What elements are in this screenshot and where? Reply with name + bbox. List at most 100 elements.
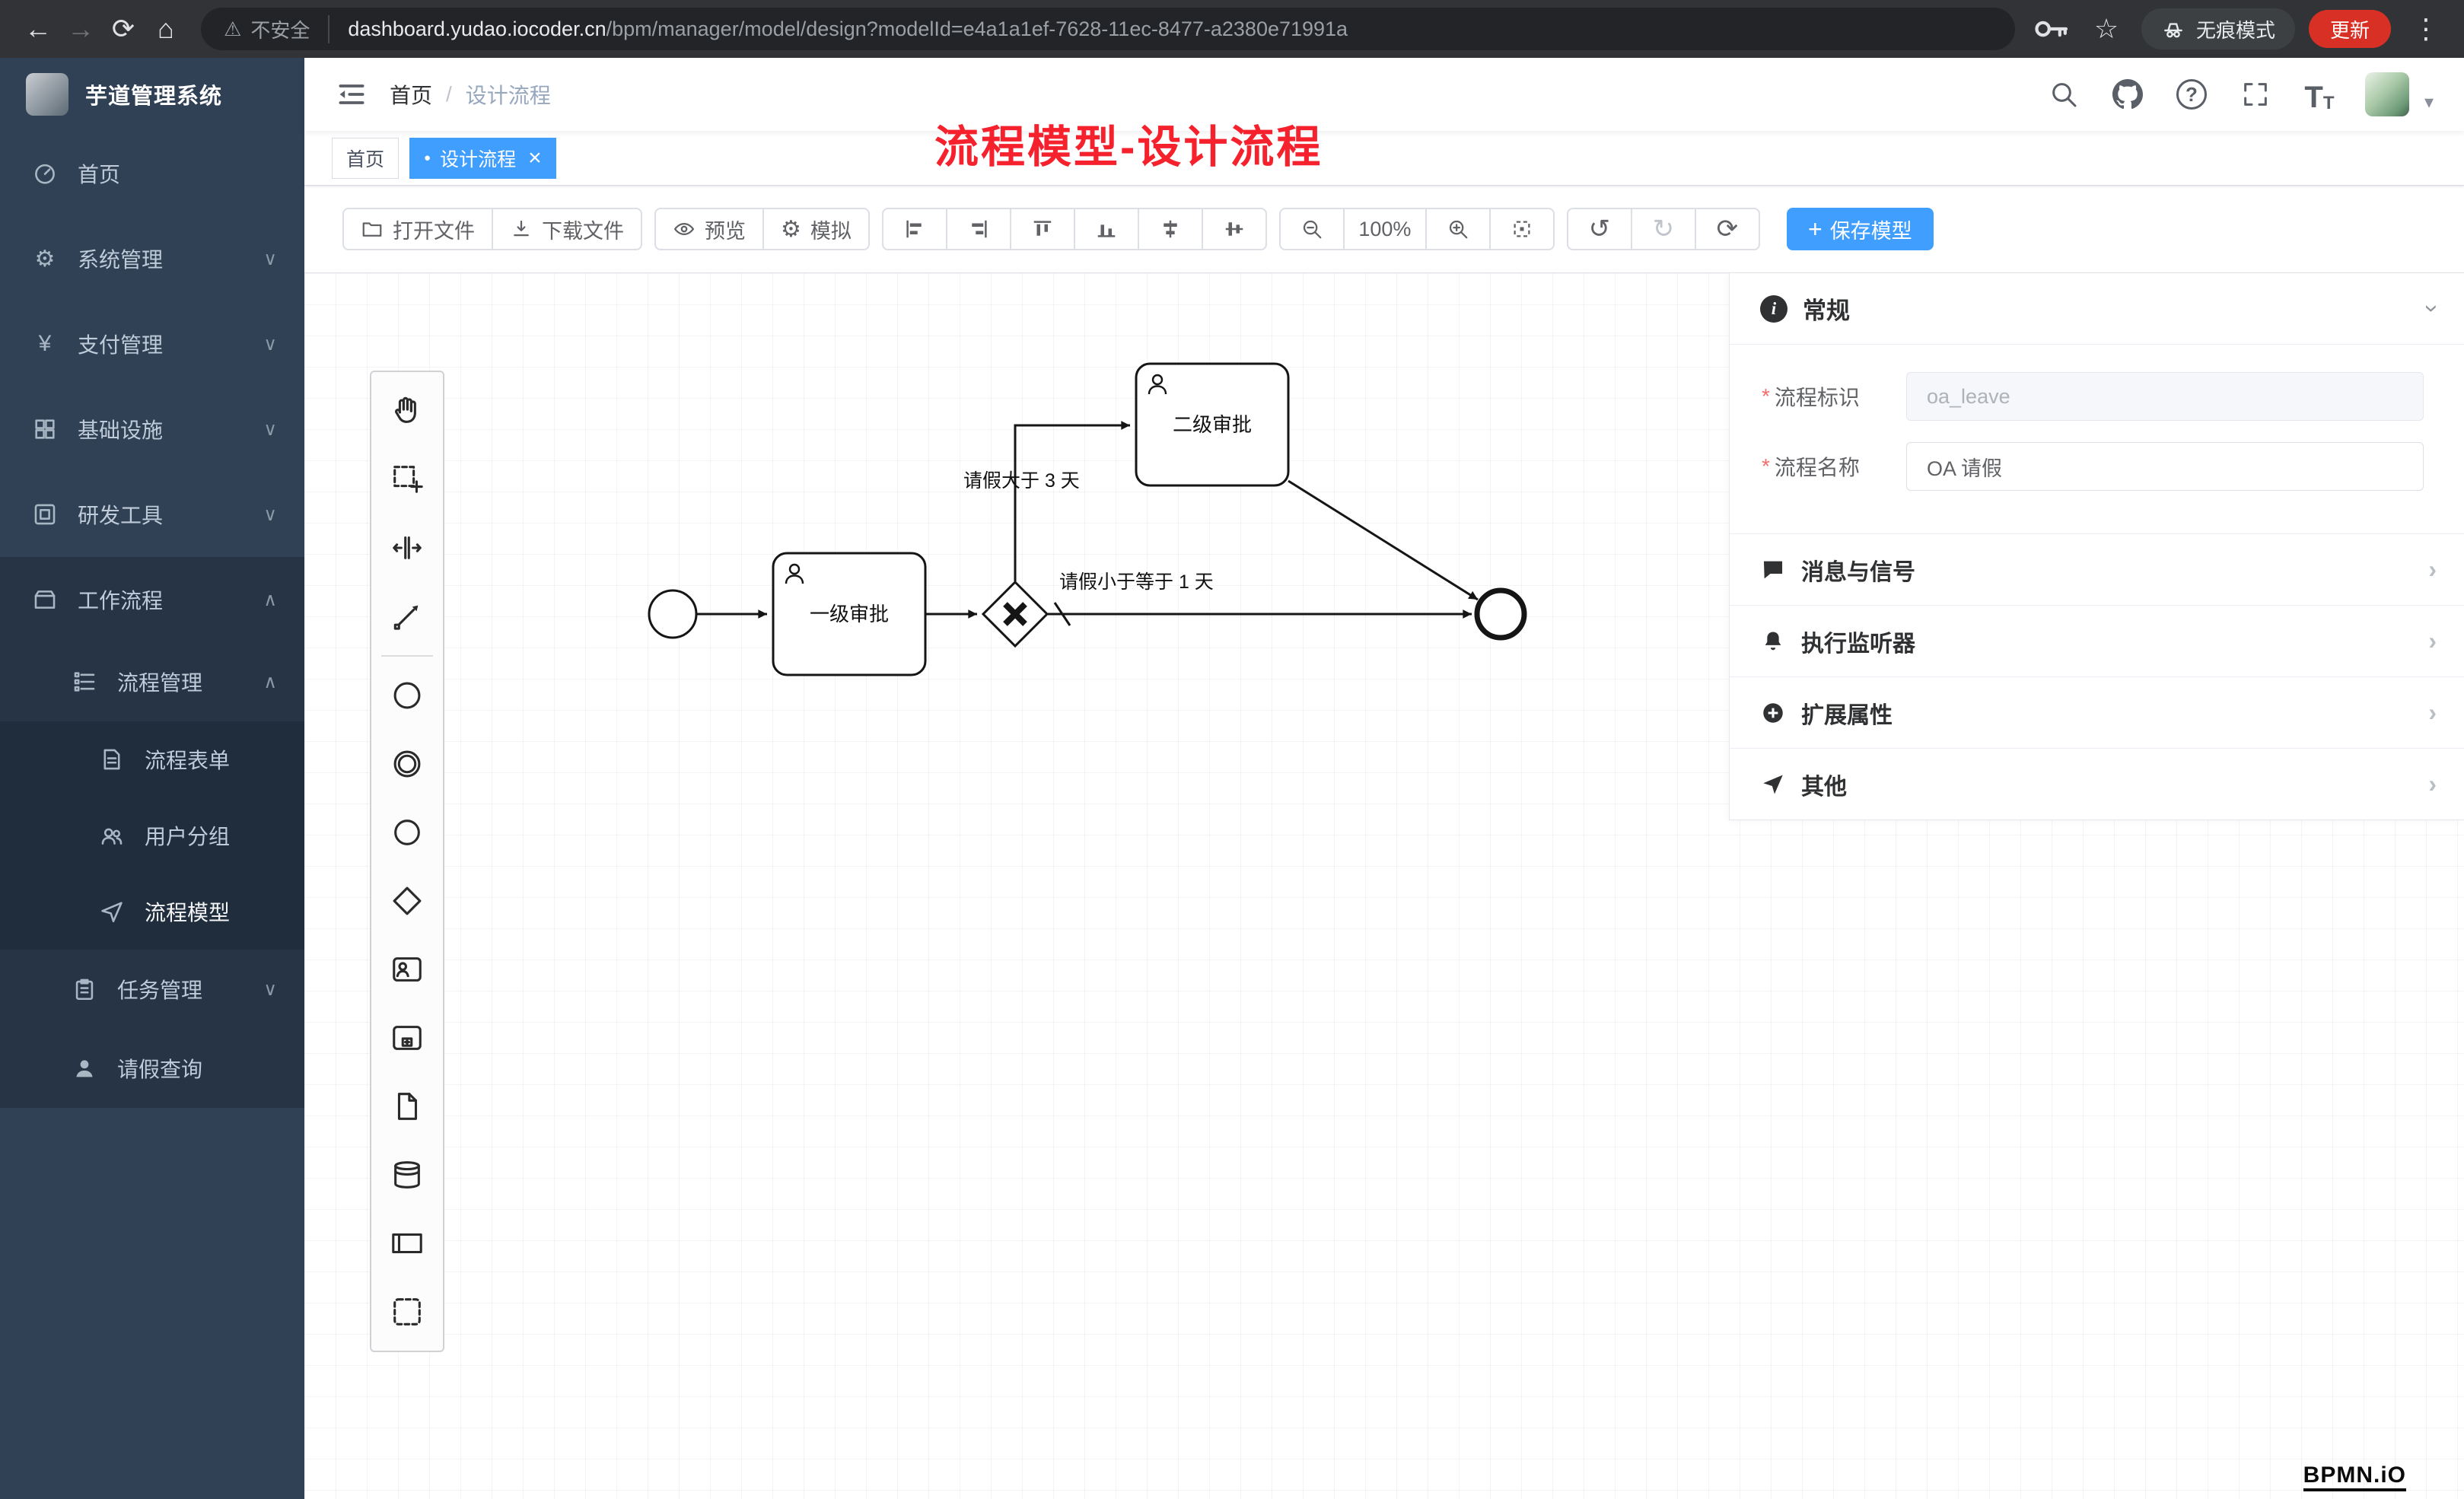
panel-section-extended-attributes[interactable]: 扩展属性 › xyxy=(1730,676,2464,748)
panel-section-other[interactable]: 其他 › xyxy=(1730,748,2464,820)
align-left-button[interactable] xyxy=(881,208,947,250)
hand-tool-icon[interactable] xyxy=(372,377,442,445)
undo-button[interactable]: ↺ xyxy=(1566,208,1632,250)
create-data-object-icon[interactable] xyxy=(372,1072,442,1141)
exclusive-gateway[interactable] xyxy=(981,580,1049,648)
chevron-down-icon: ∨ xyxy=(263,248,277,269)
sidebar-item-payment-management[interactable]: ¥ 支付管理 ∨ xyxy=(0,301,304,387)
task-second-approval[interactable]: 二级审批 xyxy=(1135,362,1290,487)
start-event[interactable] xyxy=(648,589,698,639)
user-avatar[interactable] xyxy=(2364,72,2409,116)
create-user-task-icon[interactable] xyxy=(372,935,442,1004)
restart-button[interactable]: ⟳ xyxy=(1694,208,1760,250)
preview-button[interactable]: 预览 xyxy=(654,208,764,250)
sidebar-item-process-model[interactable]: 流程模型 xyxy=(0,874,304,950)
bookmark-star-icon[interactable]: ☆ xyxy=(2093,13,2119,44)
panel-section-execution-listeners[interactable]: 执行监听器 › xyxy=(1730,605,2464,676)
sidebar-item-workflow[interactable]: 工作流程 ∧ xyxy=(0,557,304,642)
zoom-level-button[interactable]: 100% xyxy=(1342,208,1427,250)
bpmn-canvas[interactable]: 一级审批 二级审批 请假大于 3 天 xyxy=(304,272,2464,1499)
fullscreen-icon[interactable] xyxy=(2237,76,2274,113)
zoom-reset-button[interactable] xyxy=(1488,208,1555,250)
sidebar-item-process-management[interactable]: 流程管理 ∧ xyxy=(0,642,304,721)
sidebar: 芋道管理系统 首页 ⚙ 系统管理 ∨ ¥ 支付管理 ∨ 基础设施 ∨ xyxy=(0,58,304,1499)
breadcrumb-home[interactable]: 首页 xyxy=(390,84,433,107)
avatar-caret-down-icon[interactable]: ▾ xyxy=(2424,92,2434,113)
search-icon[interactable] xyxy=(2045,76,2082,113)
security-indicator[interactable]: ⚠ 不安全 xyxy=(224,14,330,43)
sidebar-item-user-group[interactable]: 用户分组 xyxy=(0,797,304,874)
end-event[interactable] xyxy=(1474,587,1527,641)
lasso-tool-icon[interactable] xyxy=(372,445,442,514)
create-gateway-icon[interactable] xyxy=(372,867,442,935)
task-first-approval[interactable]: 一级审批 xyxy=(772,552,927,676)
sidebar-item-home[interactable]: 首页 xyxy=(0,131,304,216)
open-file-button[interactable]: 打开文件 xyxy=(342,208,493,250)
process-name-input[interactable] xyxy=(1906,442,2424,491)
download-file-button[interactable]: 下载文件 xyxy=(492,208,642,250)
sidebar-item-label: 支付管理 xyxy=(78,333,164,357)
align-bottom-button[interactable] xyxy=(1073,208,1139,250)
app-logo[interactable]: 芋道管理系统 xyxy=(0,58,304,131)
user-task-icon xyxy=(1148,374,1167,395)
create-start-event-icon[interactable] xyxy=(372,661,442,730)
sidebar-item-leave-query[interactable]: 请假查询 xyxy=(0,1029,304,1108)
global-connect-tool-icon[interactable] xyxy=(372,582,442,651)
help-icon[interactable]: ? xyxy=(2173,76,2210,113)
align-top-button[interactable] xyxy=(1009,208,1075,250)
create-participant-icon[interactable] xyxy=(372,1209,442,1278)
zoom-out-button[interactable] xyxy=(1278,208,1345,250)
browser-home-icon[interactable]: ⌂ xyxy=(158,13,174,44)
form-row-process-name: * 流程名称 xyxy=(1730,442,2464,491)
flow-task2-to-end[interactable] xyxy=(1288,479,1479,601)
yen-icon: ¥ xyxy=(38,331,52,356)
sidebar-collapse-icon[interactable] xyxy=(335,78,368,111)
panel-section-general[interactable]: i 常规 › xyxy=(1730,273,2464,345)
flow-gateway-to-task2[interactable] xyxy=(1014,421,1130,581)
tag-home[interactable]: 首页 xyxy=(332,137,400,179)
align-center-horizontal-button[interactable] xyxy=(1137,208,1203,250)
create-end-event-icon[interactable] xyxy=(372,798,442,867)
browser-menu-icon[interactable]: ⋮ xyxy=(2412,13,2440,44)
browser-reload-icon[interactable]: ⟳ xyxy=(111,13,135,44)
browser-back-icon[interactable]: ← xyxy=(24,13,52,44)
align-right-button[interactable] xyxy=(945,208,1011,250)
sidebar-item-infrastructure[interactable]: 基础设施 ∨ xyxy=(0,387,304,472)
list-icon xyxy=(70,669,99,695)
flow-label-gt3[interactable]: 请假大于 3 天 xyxy=(963,470,1080,492)
app-window: 芋道管理系统 首页 ⚙ 系统管理 ∨ ¥ 支付管理 ∨ 基础设施 ∨ xyxy=(0,58,2464,1499)
create-group-icon[interactable] xyxy=(372,1278,442,1346)
tag-design-process[interactable]: ● 设计流程 × xyxy=(409,137,556,179)
required-mark: * xyxy=(1762,384,1770,408)
document-icon xyxy=(97,746,126,772)
sidebar-item-label: 首页 xyxy=(78,163,121,186)
panel-section-messages-signals[interactable]: 消息与信号 › xyxy=(1730,533,2464,605)
password-key-icon[interactable] xyxy=(2029,8,2071,50)
space-tool-icon[interactable] xyxy=(372,514,442,582)
address-bar[interactable]: ⚠ 不安全 dashboard.yudao.iocoder.cn /bpm/ma… xyxy=(201,8,2015,50)
save-model-button[interactable]: + 保存模型 xyxy=(1787,208,1934,250)
browser-forward-icon[interactable]: → xyxy=(67,13,94,44)
zoom-in-button[interactable] xyxy=(1425,208,1491,250)
sidebar-item-label: 工作流程 xyxy=(78,589,164,613)
bpmn-io-logo[interactable]: BPMN.iO xyxy=(2303,1462,2406,1491)
close-icon[interactable]: × xyxy=(528,145,542,170)
create-intermediate-event-icon[interactable] xyxy=(372,730,442,798)
align-center-vertical-button[interactable] xyxy=(1201,208,1267,250)
sidebar-item-task-management[interactable]: 任务管理 ∨ xyxy=(0,950,304,1029)
process-key-input[interactable] xyxy=(1906,372,2424,421)
redo-button[interactable]: ↻ xyxy=(1630,208,1696,250)
chevron-down-icon: ∨ xyxy=(263,333,277,355)
sidebar-item-process-form[interactable]: 流程表单 xyxy=(0,721,304,797)
flow-label-lte1[interactable]: 请假小于等于 1 天 xyxy=(1059,571,1214,593)
sidebar-item-system-management[interactable]: ⚙ 系统管理 ∨ xyxy=(0,216,304,301)
create-data-store-icon[interactable] xyxy=(372,1141,442,1209)
create-subprocess-icon[interactable] xyxy=(372,1004,442,1072)
browser-update-button[interactable]: 更新 xyxy=(2308,10,2391,48)
zoom-out-icon xyxy=(1303,220,1322,239)
sidebar-item-dev-tools[interactable]: 研发工具 ∨ xyxy=(0,472,304,557)
panel-section-title: 扩展属性 xyxy=(1801,702,1893,728)
simulate-button[interactable]: ⚙ 模拟 xyxy=(762,208,870,250)
github-icon[interactable] xyxy=(2109,76,2146,113)
